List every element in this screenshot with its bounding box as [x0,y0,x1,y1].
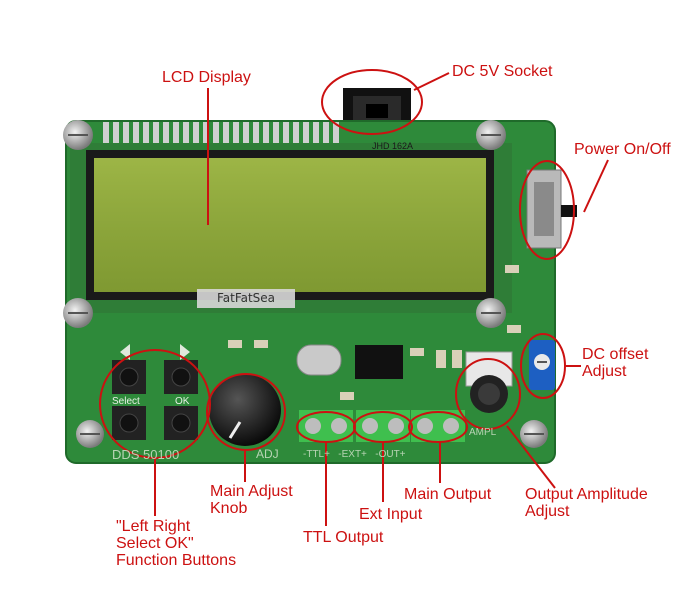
adj-text: ADJ [256,447,279,461]
ext-input-label: Ext Input [359,506,423,523]
ok-text: OK [175,396,190,407]
main-output-label: Main Output [404,486,492,503]
terminal-blocks [299,410,465,442]
watermark: FatFatSea [197,289,295,308]
screws [63,120,548,448]
function-buttons-label: "Left Right Select OK" Function Buttons [116,518,237,569]
power-label: Power On/Off [574,141,671,158]
dc-offset-label: DC offset Adjust [582,346,649,380]
annotation-lines [154,72,609,526]
lcd-header-pins [103,122,339,144]
ampl-text: AMPL [469,427,497,438]
main-adjust-label: Main Adjust Knob [210,483,293,517]
amplitude-pot [465,351,513,413]
select-text: Select [112,396,140,407]
crystal [296,344,342,376]
lcd-display-label: LCD Display [162,69,251,86]
output-amplitude-label: Output Amplitude Adjust [525,486,648,520]
ic-chip [355,345,403,379]
model-text: DDS 50100 [112,447,180,462]
ttl-output-label: TTL Output [303,529,384,546]
main-adjust-knob [209,374,281,446]
dc-socket-label: DC 5V Socket [452,63,553,80]
lcd-display [70,143,512,313]
dc-offset-pot [529,340,555,390]
lcd-model-text: JHD 162A [372,141,414,151]
small-components [228,265,521,400]
terminal-labels: -TTL+ -EXT+ -OUT+ [303,449,406,460]
